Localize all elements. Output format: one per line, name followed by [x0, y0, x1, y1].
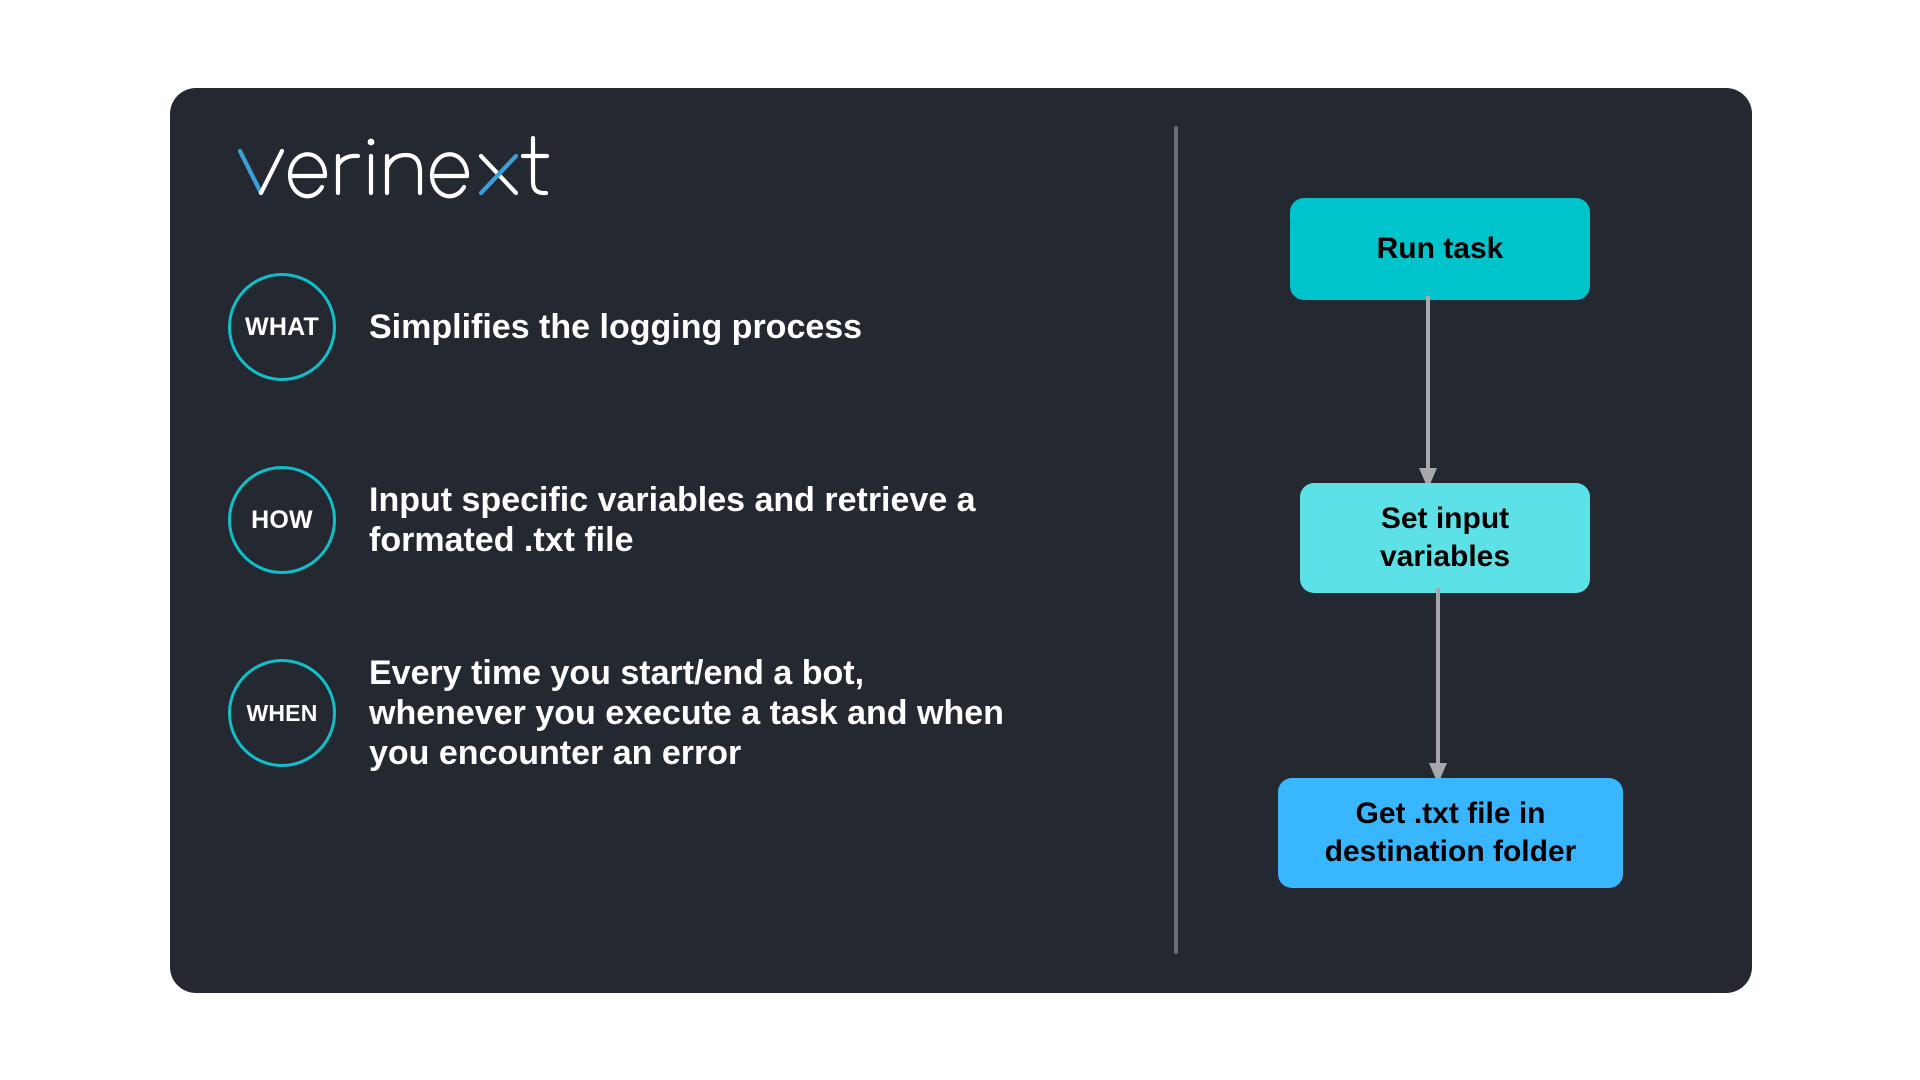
key-point-text-how: Input specific variables and retrieve a …: [369, 480, 976, 559]
flow-arrow-down-icon-2: [1429, 588, 1447, 784]
verinext-logo: verinext: [234, 130, 564, 202]
badge-label-when: WHEN: [246, 699, 318, 726]
key-point-when: WHEN Every time you start/end a bot, whe…: [228, 653, 1004, 773]
flow-arrow-down-icon-1: [1419, 296, 1437, 489]
key-point-how: HOW Input specific variables and retriev…: [228, 466, 976, 574]
flowchart: Run task Set input variables Get .txt fi…: [1230, 88, 1750, 993]
flow-node-set-input-variables: Set input variables: [1300, 483, 1590, 593]
flow-node-run-task: Run task: [1290, 198, 1590, 300]
key-point-text-when: Every time you start/end a bot, whenever…: [369, 654, 1004, 773]
badge-circle-when: WHEN: [228, 659, 336, 768]
badge-circle-how: HOW: [228, 466, 336, 574]
badge-label-what: WHAT: [245, 312, 319, 341]
key-points-column: WHAT Simplifies the logging process HOW …: [170, 88, 1150, 993]
slide-card: verinext WHAT Simplifies the logging pro…: [170, 88, 1752, 993]
flow-node-get-txt-file: Get .txt file in destination folder: [1278, 778, 1623, 888]
key-point-text-what: Simplifies the logging process: [369, 307, 863, 346]
badge-label-how: HOW: [251, 505, 313, 534]
badge-circle-what: WHAT: [228, 273, 336, 381]
column-divider: [1174, 126, 1178, 954]
key-point-what: WHAT Simplifies the logging process: [228, 273, 862, 381]
